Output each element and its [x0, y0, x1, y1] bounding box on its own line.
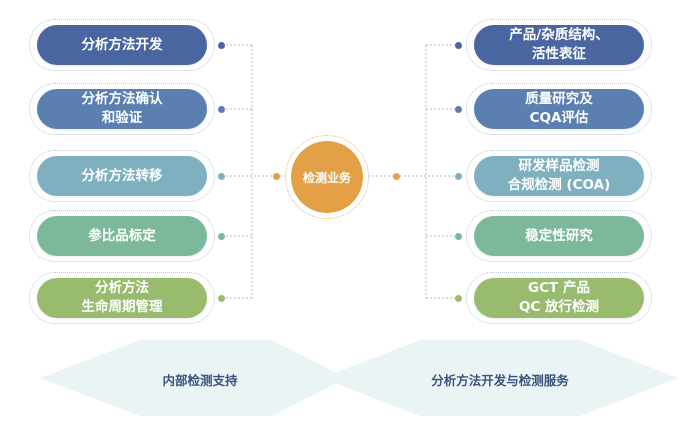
- right-item-label: GCT 产品 QC 放行检测: [518, 280, 600, 315]
- center-left-dot: [273, 173, 280, 180]
- right-item-frame-2: [466, 83, 652, 135]
- left-item-frame-5: [29, 272, 215, 324]
- left-item-frame-3: [29, 150, 215, 202]
- left-item-dot-2: [218, 105, 225, 113]
- left-item-frame-4: [29, 210, 215, 262]
- left-item-label: 分析方法确认 和验证: [81, 91, 163, 126]
- left-item-dot-4: [218, 232, 225, 240]
- right-item-frame-3: [466, 150, 652, 202]
- right-item-frame-1: [466, 19, 652, 71]
- left-item-5[interactable]: 分析方法 生命周期管理: [37, 278, 207, 318]
- right-item-dot-3: [455, 172, 462, 180]
- right-item-label: 稳定性研究: [525, 227, 593, 244]
- right-item-frame-4: [466, 210, 652, 262]
- right-item-3[interactable]: 研发样品检测 合规检测 (COA): [474, 156, 644, 196]
- left-item-1[interactable]: 分析方法开发: [37, 25, 207, 65]
- right-item-label: 产品/杂质结构、 活性表征: [509, 27, 609, 62]
- left-item-label: 分析方法开发: [81, 36, 163, 53]
- right-item-dot-2: [455, 105, 462, 113]
- left-item-frame-1: [29, 19, 215, 71]
- left-item-frame-2: [29, 83, 215, 135]
- right-item-5[interactable]: GCT 产品 QC 放行检测: [474, 278, 644, 318]
- right-item-dot-1: [455, 41, 462, 49]
- center-node-label: 检测业务: [302, 170, 351, 185]
- center-node-ring: [285, 135, 369, 219]
- left-item-label: 参比品标定: [88, 227, 156, 244]
- left-item-label: 分析方法 生命周期管理: [81, 280, 163, 315]
- right-item-4[interactable]: 稳定性研究: [474, 216, 644, 256]
- left-item-2[interactable]: 分析方法确认 和验证: [37, 89, 207, 129]
- left-item-dot-3: [218, 172, 225, 180]
- left-item-dot-5: [218, 294, 225, 302]
- right-item-label: 研发样品检测 合规检测 (COA): [507, 158, 611, 193]
- center-node[interactable]: 检测业务: [291, 141, 363, 213]
- right-item-dot-4: [455, 232, 462, 240]
- left-item-4[interactable]: 参比品标定: [37, 216, 207, 256]
- banner-left-shape: [40, 340, 346, 416]
- right-item-frame-5: [466, 272, 652, 324]
- banner-right-shape: [322, 340, 678, 416]
- banner-right-label: 分析方法开发与检测服务: [431, 373, 569, 388]
- banner-left-label: 内部检测支持: [162, 373, 238, 388]
- right-item-label: 质量研究及 CQA评估: [525, 91, 593, 126]
- left-item-label: 分析方法转移: [81, 167, 163, 184]
- left-item-3[interactable]: 分析方法转移: [37, 156, 207, 196]
- right-item-1[interactable]: 产品/杂质结构、 活性表征: [474, 25, 644, 65]
- right-item-dot-5: [455, 294, 462, 302]
- left-item-dot-1: [218, 41, 225, 49]
- right-item-2[interactable]: 质量研究及 CQA评估: [474, 89, 644, 129]
- center-right-dot: [393, 173, 400, 180]
